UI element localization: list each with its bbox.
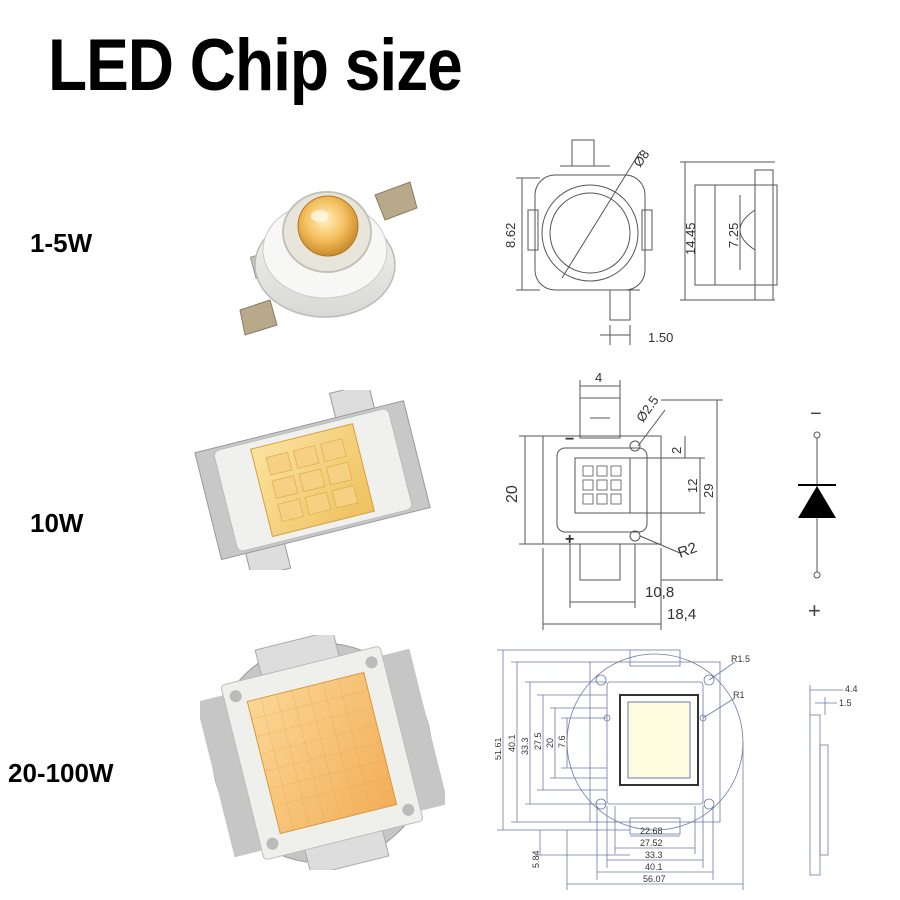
dim-inner-width: 10,8 — [645, 584, 674, 601]
led-10w-drawing: 4 Ø2.5 20 2 12 29 R2 10,8 18,4 − + — [504, 370, 723, 630]
led-1-5w-photo — [239, 181, 418, 336]
dim-v-33: 33.3 — [520, 737, 530, 755]
dim-v-7: 7.6 — [557, 735, 567, 748]
row-label-1-5w: 1-5W — [30, 228, 93, 258]
dim-v-27: 27.5 — [533, 732, 543, 750]
dim-side-44: 4.4 — [845, 684, 858, 694]
dim-height-20: 20 — [504, 485, 521, 503]
dim-h-40: 40.1 — [645, 862, 663, 872]
dim-gap: 2 — [669, 447, 684, 454]
led-1-5w-drawing: 8.62 Ø8 14.45 7.25 1.50 — [503, 139, 778, 345]
dim-die: 12 — [685, 479, 700, 493]
dim-outer-width: 18,4 — [667, 606, 696, 623]
terminal-minus: − — [565, 431, 574, 448]
dim-v-40: 40.1 — [507, 734, 517, 752]
dim-top: 4 — [595, 370, 602, 385]
diode-plus: + — [808, 598, 821, 623]
led-20-100w-side-view: 4.4 1.5 — [809, 684, 858, 876]
dim-radius: R2 — [676, 539, 700, 562]
led-10w-photo — [194, 390, 431, 570]
dim-base: 5.84 — [531, 850, 541, 868]
dim-total-height: 14.45 — [683, 222, 698, 255]
dim-h-22: 22.68 — [640, 826, 663, 836]
dim-side-height: 7.25 — [726, 223, 741, 248]
dim-r-inner: R1 — [733, 690, 745, 700]
page-title: LED Chip size — [48, 23, 463, 106]
dim-v-outer: 51.61 — [495, 737, 503, 760]
dim-lead: 1.50 — [648, 330, 673, 345]
dim-r-top: R1.5 — [731, 654, 750, 664]
diode-symbol: − + — [798, 403, 836, 623]
terminal-plus: + — [565, 531, 574, 548]
led-20-100w-photo — [200, 635, 445, 870]
dim-diameter: Ø8 — [630, 147, 652, 170]
dim-h-56: 56.07 — [643, 874, 666, 884]
row-label-20-100w: 20-100W — [8, 758, 114, 788]
dim-side-15: 1.5 — [839, 698, 852, 708]
led-20-100w-drawing: 51.61 40.1 33.3 27.5 20 7.6 5.84 22.68 2… — [495, 649, 750, 890]
dim-height: 8.62 — [503, 223, 518, 248]
dim-h-33: 33.3 — [645, 850, 663, 860]
dim-total: 29 — [701, 484, 716, 498]
dim-v-20: 20 — [545, 738, 555, 748]
dim-h-27: 27.52 — [640, 838, 663, 848]
diode-minus: − — [810, 403, 822, 425]
row-label-10w: 10W — [30, 508, 84, 538]
